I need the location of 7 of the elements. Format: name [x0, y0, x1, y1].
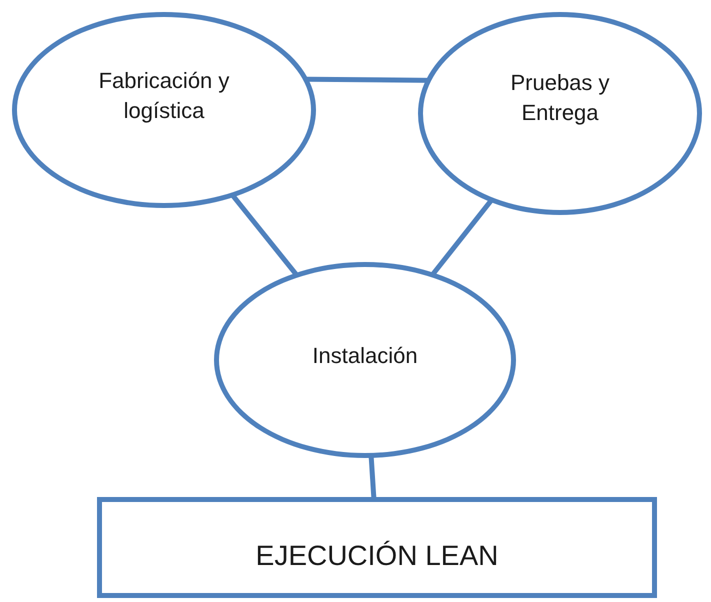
node-label: Pruebas y Entrega [509, 68, 611, 127]
node-label: EJECUCIÓN LEAN [256, 538, 498, 573]
process-box [97, 497, 657, 598]
connector-line [368, 455, 376, 500]
node-label: Instalación [312, 342, 418, 370]
connector-line [430, 198, 494, 276]
node-label: Fabricación y logística [98, 67, 230, 125]
